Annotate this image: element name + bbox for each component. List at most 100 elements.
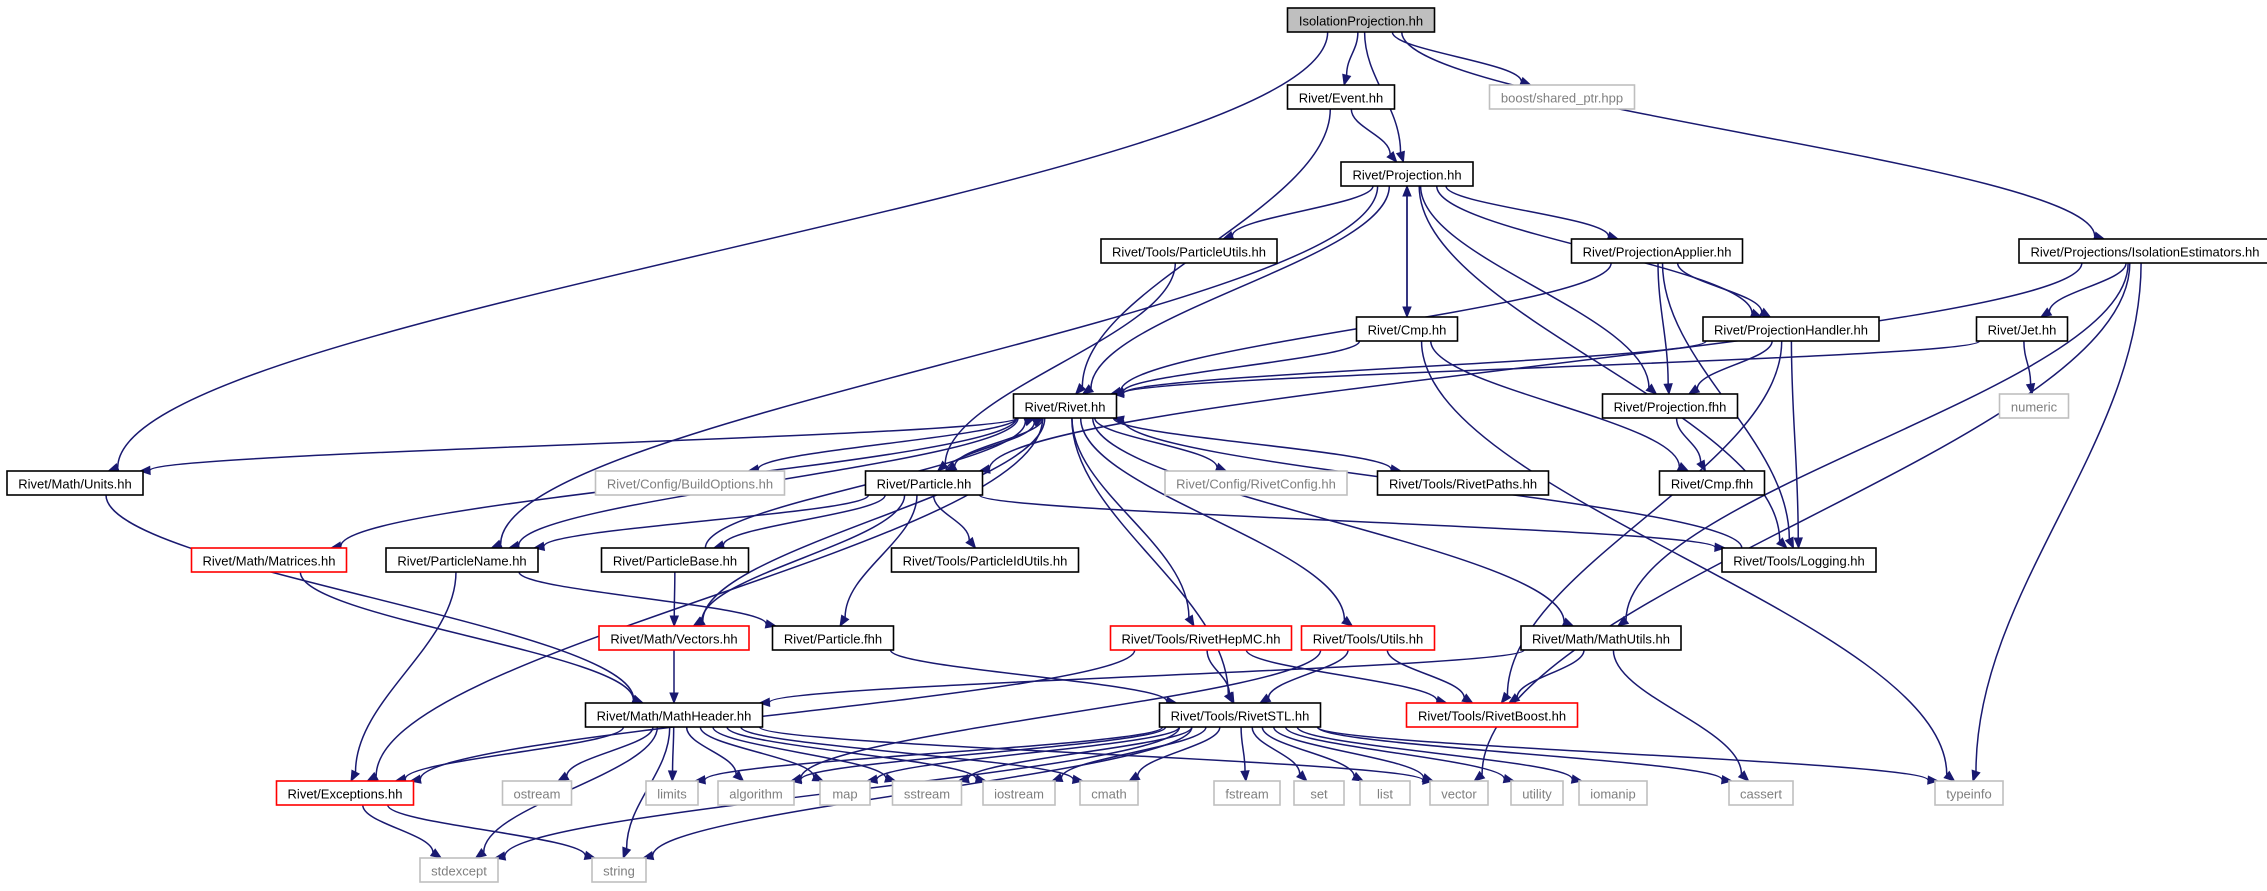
- edge-arrowhead: [667, 770, 678, 783]
- node-rivet-config-rivetconfig-hh[interactable]: Rivet/Config/RivetConfig.hh: [1164, 470, 1348, 496]
- node-sstream[interactable]: sstream: [891, 780, 963, 806]
- node-numeric[interactable]: numeric: [1998, 393, 2070, 419]
- node-rivet-particle-fhh[interactable]: Rivet/Particle.fhh: [771, 625, 895, 651]
- node-rivet-particle-hh[interactable]: Rivet/Particle.hh: [864, 470, 984, 496]
- node-typeinfo[interactable]: typeinfo: [1934, 780, 2004, 806]
- edge-line: [1071, 417, 1190, 618]
- node-map[interactable]: map: [819, 780, 871, 806]
- node-rivet-exceptions-hh[interactable]: Rivet/Exceptions.hh: [275, 780, 415, 806]
- edge-line: [1094, 417, 1218, 468]
- node-rivet-math-vectors-hh[interactable]: Rivet/Math/Vectors.hh: [598, 625, 750, 651]
- edge-particle-to-particlename: [532, 494, 870, 552]
- edge-arrowhead: [1663, 383, 1673, 396]
- edge-arrowhead: [1050, 773, 1064, 782]
- edge-line: [967, 726, 1193, 780]
- node-box: [1286, 7, 1436, 33]
- node-rivet-projectionhandler-hh[interactable]: Rivet/ProjectionHandler.hh: [1702, 316, 1880, 342]
- edge-arrowhead: [1519, 76, 1532, 86]
- edge-arrowhead: [429, 848, 443, 859]
- node-cmath[interactable]: cmath: [1079, 780, 1139, 806]
- node-rivet-projectionapplier-hh[interactable]: Rivet/ProjectionApplier.hh: [1570, 238, 1744, 264]
- node-box: [1213, 780, 1281, 806]
- edge-line: [757, 417, 1018, 470]
- node-set[interactable]: set: [1293, 780, 1345, 806]
- edge-units-to-mathheader: [105, 494, 645, 704]
- node-boost-shared-ptr-hpp[interactable]: boost/shared_ptr.hpp: [1488, 84, 1636, 110]
- edge-projhandler-to-logging: [1790, 340, 1803, 550]
- node-rivet-math-mathutils-hh[interactable]: Rivet/Math/MathUtils.hh: [1520, 625, 1682, 651]
- node-label: Rivet/Exceptions.hh: [288, 787, 403, 802]
- node-rivet-event-hh[interactable]: Rivet/Event.hh: [1286, 84, 1396, 110]
- edge-line: [1676, 262, 1763, 313]
- node-iostream[interactable]: iostream: [982, 780, 1056, 806]
- node-algorithm[interactable]: algorithm: [717, 780, 795, 806]
- node-vector[interactable]: vector: [1429, 780, 1489, 806]
- node-label: Rivet/Math/MathUtils.hh: [1532, 632, 1670, 647]
- node-rivet-projection-hh[interactable]: Rivet/Projection.hh: [1340, 161, 1474, 187]
- node-stdexcept[interactable]: stdexcept: [419, 857, 499, 883]
- node-box: [1998, 393, 2070, 419]
- node-rivet-tools-rivetstl-hh[interactable]: Rivet/Tools/RivetSTL.hh: [1158, 702, 1322, 728]
- node-rivet-rivet-hh[interactable]: Rivet/Rivet.hh: [1012, 393, 1118, 419]
- node-string[interactable]: string: [591, 857, 647, 883]
- edge-line: [1400, 31, 2096, 237]
- node-rivet-projections-isolationestimators-hh[interactable]: Rivet/Projections/IsolationEstimators.hh: [2018, 238, 2267, 264]
- node-list[interactable]: list: [1359, 780, 1411, 806]
- node-rivet-jet-hh[interactable]: Rivet/Jet.hh: [1975, 316, 2069, 342]
- node-rivet-tools-logging-hh[interactable]: Rivet/Tools/Logging.hh: [1721, 547, 1877, 573]
- node-iomanip[interactable]: iomanip: [1578, 780, 1648, 806]
- node-ostream[interactable]: ostream: [501, 780, 573, 806]
- node-rivet-tools-particleutils-hh[interactable]: Rivet/Tools/ParticleUtils.hh: [1100, 238, 1278, 264]
- node-utility[interactable]: utility: [1510, 780, 1564, 806]
- node-box: [1578, 780, 1648, 806]
- node-rivet-math-matrices-hh[interactable]: Rivet/Math/Matrices.hh: [190, 547, 348, 573]
- edge-line: [1391, 31, 1523, 82]
- edge-line: [800, 726, 1167, 781]
- edge-line: [704, 726, 1164, 781]
- node-rivet-projection-fhh[interactable]: Rivet/Projection.fhh: [1601, 393, 1739, 419]
- edge-line: [726, 726, 977, 780]
- edge-isoest-to-vector: [1473, 262, 2131, 782]
- edge-line: [1137, 726, 1221, 777]
- edge-line: [375, 417, 1044, 777]
- node-fstream[interactable]: fstream: [1213, 780, 1281, 806]
- edge-rivet-to-hepmc: [1071, 417, 1195, 628]
- node-rivet-tools-particleidutils-hh[interactable]: Rivet/Tools/ParticleIdUtils.hh: [890, 547, 1080, 573]
- node-limits[interactable]: limits: [645, 780, 699, 806]
- edge-arrowhead: [1351, 771, 1365, 782]
- edge-line: [1079, 417, 1346, 620]
- edge-particlefhh-to-rivetstl: [889, 649, 1178, 706]
- edge-arrowhead: [1258, 693, 1272, 704]
- node-rivet-tools-utils-hh[interactable]: Rivet/Tools/Utils.hh: [1300, 625, 1436, 651]
- edge-root-to-event: [1342, 31, 1359, 87]
- edge-arrowhead: [1696, 459, 1707, 473]
- edge-arrowhead: [1737, 770, 1750, 782]
- node-rivet-tools-rivetboost-hh[interactable]: Rivet/Tools/RivetBoost.hh: [1405, 702, 1579, 728]
- node-label: Rivet/Jet.hh: [1988, 323, 2057, 338]
- node-rivet-particlename-hh[interactable]: Rivet/ParticleName.hh: [385, 547, 539, 573]
- node-rivet-tools-rivetpaths-hh[interactable]: Rivet/Tools/RivetPaths.hh: [1376, 470, 1550, 496]
- node-isolationprojection-hh[interactable]: IsolationProjection.hh: [1286, 7, 1436, 33]
- edge-cmp-to-cmpfhh: [1430, 340, 1690, 472]
- edge-line: [1090, 185, 1391, 389]
- node-rivet-math-mathheader-hh[interactable]: Rivet/Math/MathHeader.hh: [584, 702, 764, 728]
- node-rivet-tools-rivethepmc-hh[interactable]: Rivet/Tools/RivetHepMC.hh: [1109, 625, 1293, 651]
- node-box: [1293, 780, 1345, 806]
- node-rivet-cmp-hh[interactable]: Rivet/Cmp.hh: [1355, 316, 1459, 342]
- node-label: stdexcept: [431, 864, 487, 879]
- node-rivet-particlebase-hh[interactable]: Rivet/ParticleBase.hh: [600, 547, 750, 573]
- edge-rivetstl-to-list: [1261, 726, 1365, 782]
- edge-line: [1790, 340, 1799, 539]
- edge-line: [419, 649, 1136, 780]
- node-box: [1975, 316, 2069, 342]
- edge-rivet-to-mathutils: [1091, 417, 1575, 627]
- node-box: [1520, 625, 1682, 651]
- node-label: algorithm: [729, 787, 782, 802]
- edge-line: [1612, 649, 1743, 775]
- node-cassert[interactable]: cassert: [1728, 780, 1794, 806]
- node-rivet-config-buildoptions-hh[interactable]: Rivet/Config/BuildOptions.hh: [594, 470, 786, 496]
- node-rivet-cmp-fhh[interactable]: Rivet/Cmp.fhh: [1658, 470, 1766, 496]
- node-rivet-math-units-hh[interactable]: Rivet/Math/Units.hh: [6, 470, 144, 496]
- edge-line: [566, 726, 654, 777]
- edge-arrowhead: [669, 692, 679, 705]
